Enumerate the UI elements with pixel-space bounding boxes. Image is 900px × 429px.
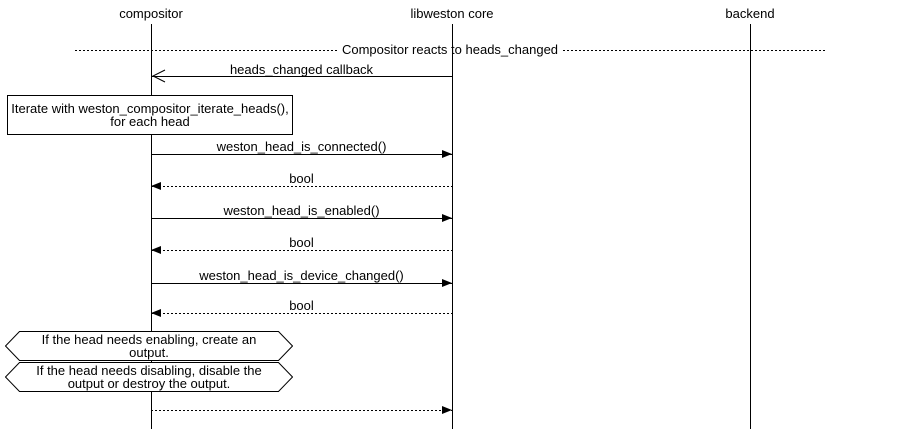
filled-arrowhead-icon [442, 150, 452, 158]
lifeline-compositor [151, 24, 152, 429]
lifeline-libweston-core [452, 24, 453, 429]
message-line [151, 76, 452, 77]
filled-arrowhead-icon [151, 182, 161, 190]
message-label: weston_head_is_device_changed() [199, 268, 404, 283]
message-line [151, 218, 452, 219]
note-iterate-heads: Iterate with weston_compositor_iterate_h… [7, 95, 293, 135]
actor-label-libweston-core: libweston core [410, 6, 494, 21]
message-label: weston_head_is_connected() [216, 139, 387, 154]
actor-label-compositor: compositor [119, 6, 183, 21]
condition-text: If the head needs disabling, disable the… [36, 363, 262, 391]
hexagon-shape [5, 362, 293, 392]
condition-text: If the head needs enabling, create an ou… [41, 332, 257, 360]
message-label: heads_changed callback [229, 62, 374, 77]
message-line [151, 283, 452, 284]
message-line [151, 250, 452, 251]
message-label: bool [289, 235, 314, 250]
message-line [151, 154, 452, 155]
message-line [151, 410, 452, 411]
message-label: bool [289, 298, 314, 313]
filled-arrowhead-icon [442, 406, 452, 414]
diagram-title: Compositor reacts to heads_changed [75, 42, 825, 57]
condition-disable-output: If the head needs disabling, disable the… [5, 362, 293, 392]
lifeline-backend [750, 24, 751, 429]
filled-arrowhead-icon [442, 279, 452, 287]
message-label: bool [289, 171, 314, 186]
filled-arrowhead-icon [151, 309, 161, 317]
message-label: weston_head_is_enabled() [223, 203, 380, 218]
condition-enable-output: If the head needs enabling, create an ou… [5, 331, 293, 361]
message-line [151, 186, 452, 187]
actor-label-backend: backend [725, 6, 775, 21]
open-arrowhead-icon [151, 69, 166, 83]
filled-arrowhead-icon [151, 246, 161, 254]
filled-arrowhead-icon [442, 214, 452, 222]
message-line [151, 313, 452, 314]
hexagon-shape [5, 331, 293, 361]
